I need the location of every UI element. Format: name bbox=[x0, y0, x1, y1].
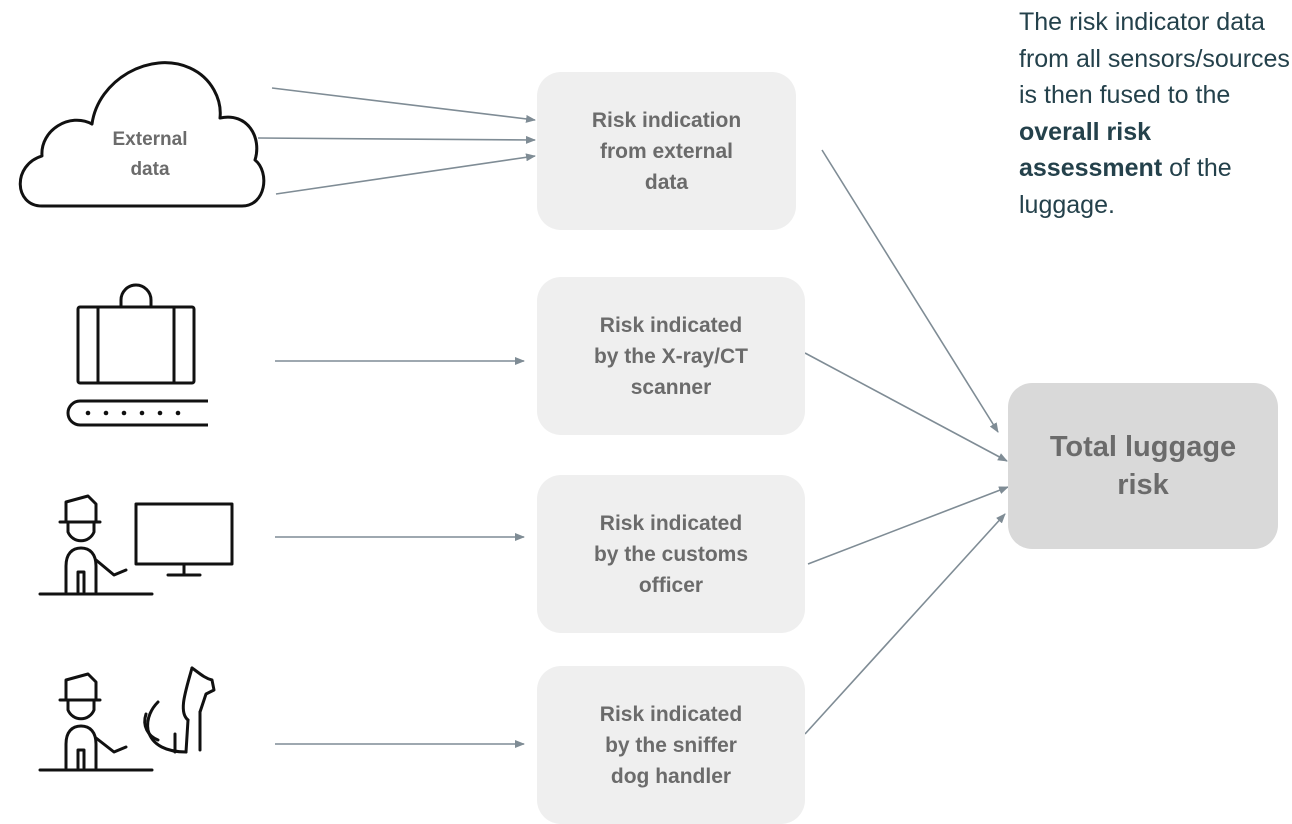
note-bold: overall risk assessment bbox=[1019, 117, 1163, 183]
risk-box-sniffer-dog: Risk indicated by the sniffer dog handle… bbox=[537, 666, 805, 824]
note-text-2: of the luggage. bbox=[1019, 154, 1232, 219]
source-arrows bbox=[257, 87, 536, 748]
note-text-1: The risk indicator data from all sensors… bbox=[1019, 8, 1290, 109]
conveyor-dots bbox=[85, 410, 181, 416]
fusion-arrows bbox=[804, 149, 1009, 735]
risk-box-customs-officer: Risk indicated by the customs officer bbox=[537, 475, 805, 633]
cloud-icon bbox=[18, 61, 266, 208]
customs-officer-icon bbox=[38, 494, 234, 596]
explanation-note: The risk indicator data from all sensors… bbox=[1019, 4, 1291, 223]
cloud-label: External data bbox=[112, 129, 188, 180]
total-luggage-risk-box: Total luggage risk bbox=[1008, 383, 1278, 549]
risk-box-external-data: Risk indication from external data bbox=[537, 72, 796, 230]
risk-box-xray-scanner: Risk indicated by the X-ray/CT scanner bbox=[537, 277, 805, 435]
luggage-scanner-icon bbox=[66, 283, 208, 427]
sniffer-dog-handler-icon bbox=[38, 666, 216, 772]
